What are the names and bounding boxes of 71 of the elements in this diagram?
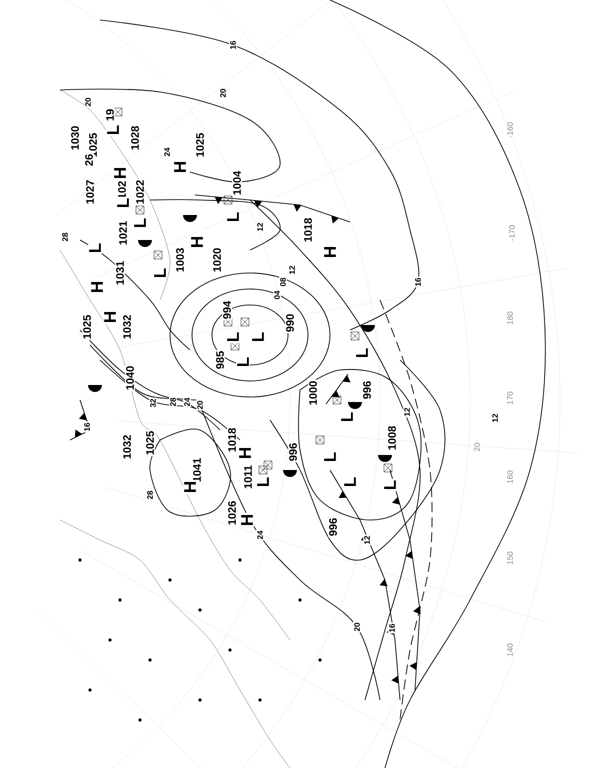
pressure-value: 1020 (212, 246, 222, 274)
pressure-value: 1025 (82, 314, 92, 340)
isobar-label: 16 (388, 622, 396, 634)
isobar-label: 28 (61, 232, 69, 242)
pressure-value: 1004 (232, 170, 242, 196)
isobar-label: 20 (219, 88, 227, 98)
isobar-label: 12 (403, 406, 411, 418)
isobar-label: 20 (196, 400, 204, 410)
grid-label: 170 (506, 390, 514, 406)
high-pressure-symbol: H (238, 446, 252, 460)
low-pressure-symbol: L (133, 216, 147, 230)
grid-label: -170 (508, 224, 516, 242)
isobar-label: 24 (163, 146, 171, 158)
low-pressure-symbol: L (256, 476, 270, 488)
pressure-value: 990 (285, 312, 295, 334)
high-pressure-symbol: H (173, 160, 187, 174)
pressure-value: 1028 (130, 124, 140, 152)
low-pressure-symbol: L (251, 330, 265, 344)
pressure-value: 26 (84, 152, 94, 168)
pressure-value: 1018 (227, 426, 237, 454)
isobar-label: 16 (414, 276, 422, 288)
pressure-value: 1000 (308, 380, 318, 406)
grid-label: 180 (506, 310, 514, 326)
isobar-label: 16 (229, 40, 237, 50)
pressure-value: 996 (362, 380, 372, 400)
isobar-label: 12 (288, 264, 296, 276)
isobar-label: 28 (146, 490, 154, 500)
grid-label: 140 (506, 642, 514, 658)
pressure-value: 1025 (195, 132, 205, 158)
pressure-value: 985 (215, 350, 225, 370)
isobar-label: 04 (273, 290, 281, 300)
pressure-value: 1011 (243, 464, 253, 490)
grid-label: 20 (473, 442, 481, 452)
low-pressure-symbol: L (343, 476, 357, 488)
pressure-value: 1027 (85, 178, 95, 206)
isobar-label: 12 (491, 412, 499, 424)
pressure-value: 1031 (115, 260, 125, 286)
pressure-value: 1018 (303, 216, 313, 244)
isobar-label: 12 (256, 222, 264, 232)
isobar-label: 32 (149, 398, 157, 408)
pressure-value: 1040 (125, 364, 135, 392)
pressure-value: 994 (222, 300, 232, 320)
grid-label: -160 (506, 121, 514, 140)
low-pressure-symbol: L (323, 450, 337, 464)
isobar-label: 20 (84, 96, 92, 108)
grid-label: 150 (506, 550, 514, 566)
pressure-value: 996 (328, 516, 338, 538)
isobar-label: 28 (169, 396, 177, 408)
pressure-value: 1032 (122, 434, 132, 460)
isobar-label: 08 (279, 276, 287, 288)
isobar-label: 24 (183, 396, 191, 408)
pressure-value: 1022 (135, 178, 145, 206)
pressure-value: 1025 (145, 430, 155, 456)
low-pressure-symbol: L (340, 410, 354, 424)
pressure-value: 1026 (227, 500, 237, 526)
isobar-label: 20 (353, 622, 361, 632)
pressure-value: 1021 (118, 220, 128, 246)
pressure-value: 996 (288, 442, 298, 462)
isobar-label: 24 (256, 530, 264, 540)
isobar-label: 12 (363, 534, 371, 546)
low-pressure-symbol: L (153, 266, 167, 280)
pressure-value: 1030 (70, 124, 80, 152)
pressure-value: 1008 (387, 424, 397, 452)
high-pressure-symbol: H (323, 244, 337, 260)
pressure-value: 1032 (122, 314, 132, 340)
low-pressure-symbol: L (355, 346, 369, 360)
high-pressure-symbol: H (90, 280, 104, 294)
pressure-value: 19 (105, 108, 115, 122)
isobar-label: 16 (83, 422, 91, 432)
grid-label: 160 (506, 469, 514, 485)
pressure-value: 1003 (175, 246, 185, 274)
